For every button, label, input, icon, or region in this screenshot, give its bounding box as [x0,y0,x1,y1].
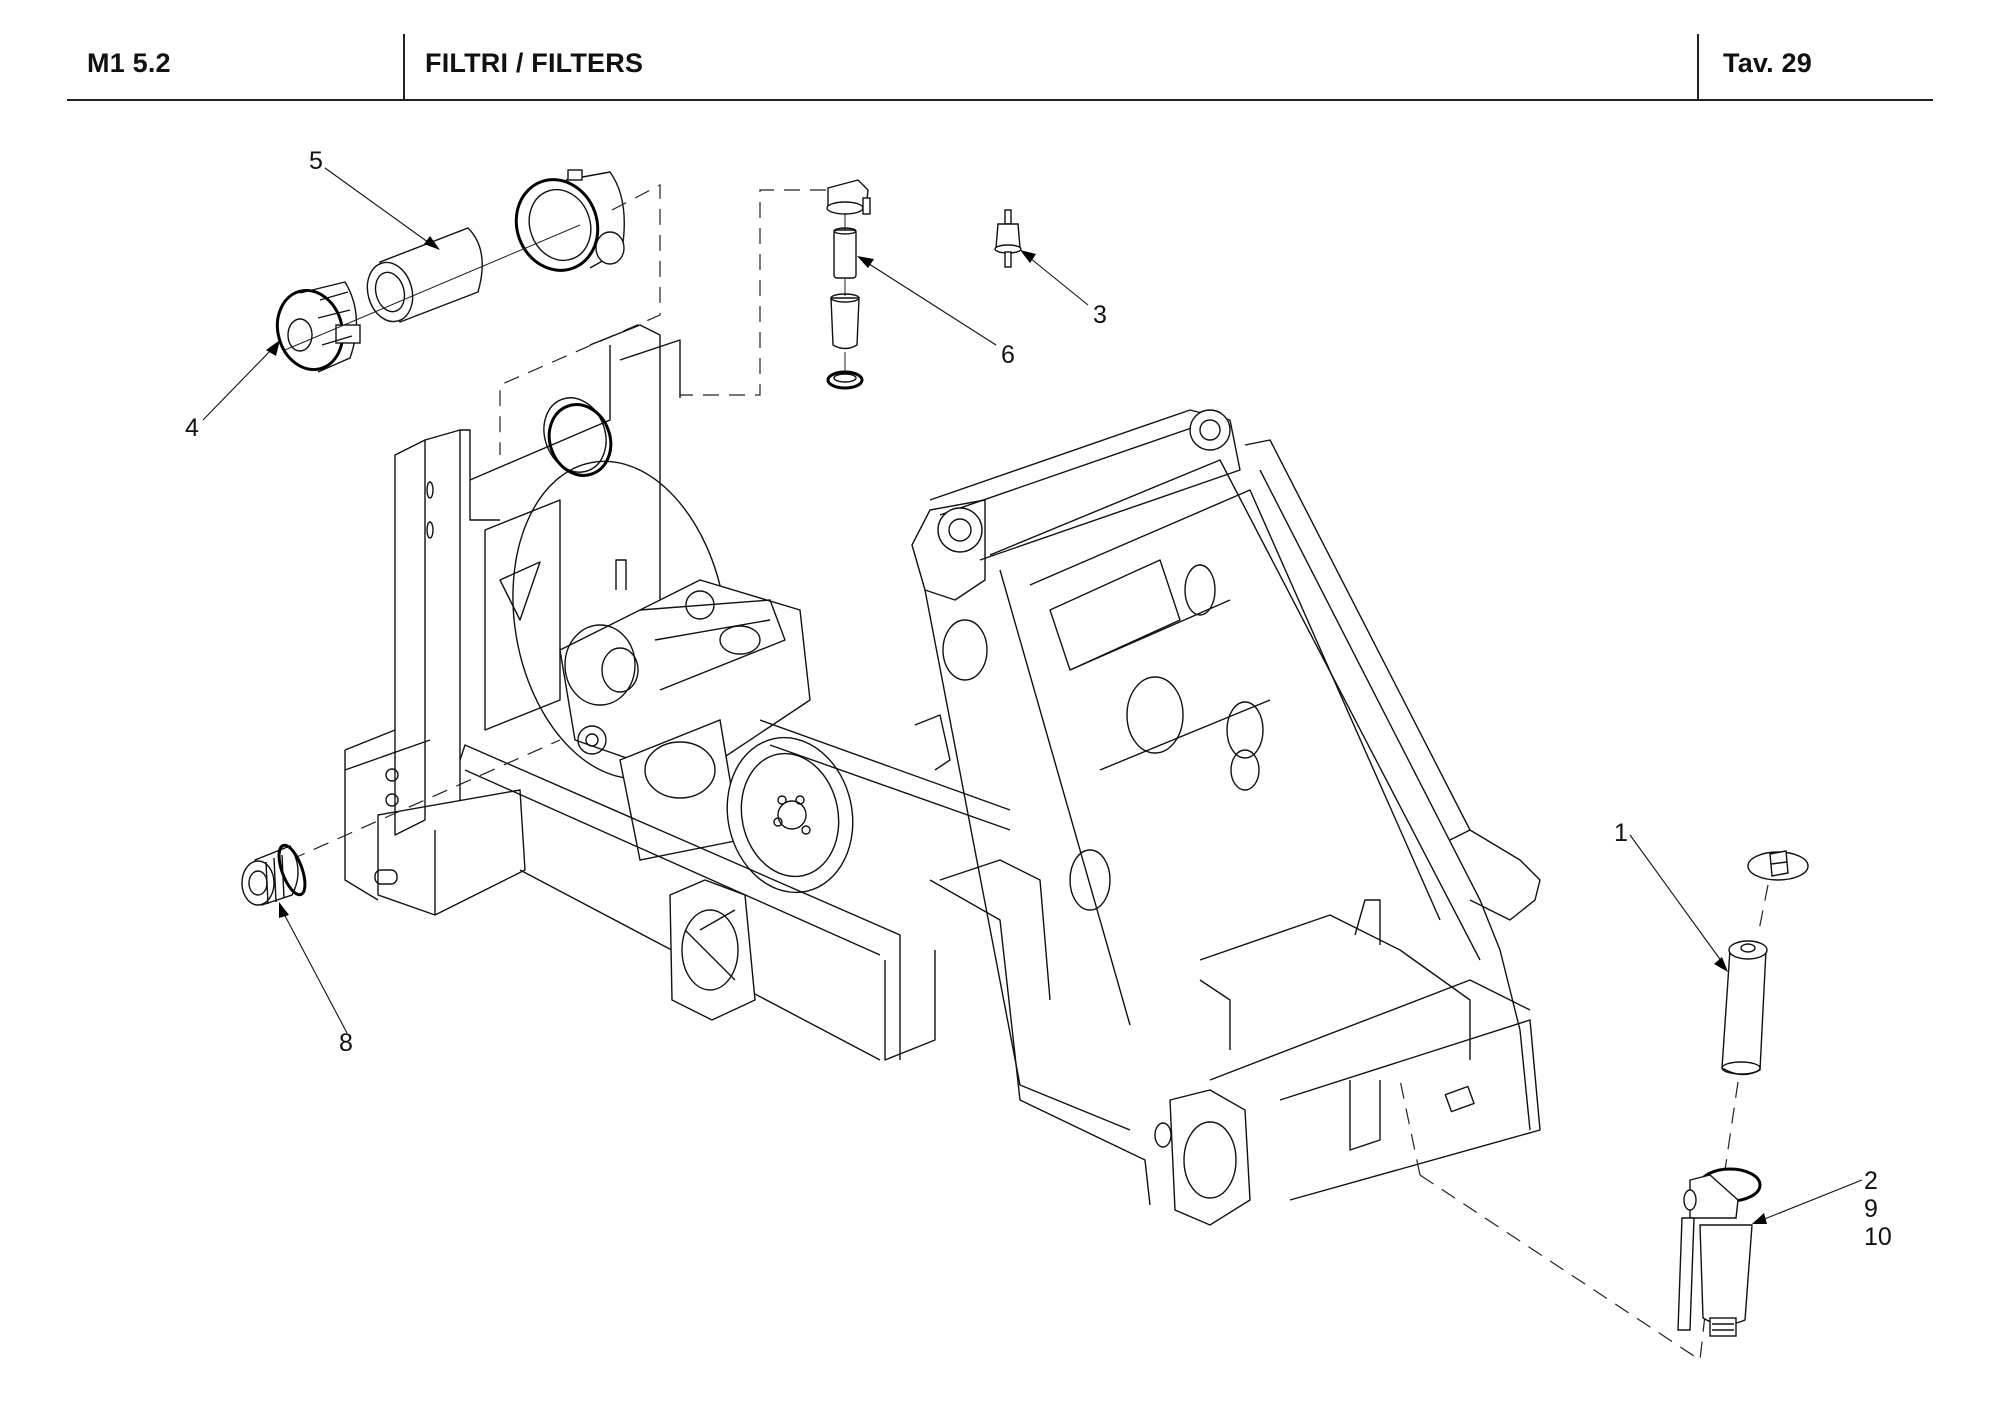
hydraulic-tank-cap [1747,850,1809,881]
callout-8: 8 [339,1029,353,1057]
callout-9: 9 [1864,1195,1878,1223]
callout-1: 1 [1614,819,1628,847]
model-code: M1 5.2 [87,48,171,78]
page-title: FILTRI / FILTERS [425,48,644,78]
air-filter-element [366,227,483,323]
boom-frame [911,409,1541,1206]
callout-4: 4 [185,414,199,442]
header-rule [67,99,1933,101]
left-frame-upright [385,324,681,836]
callout-10: 10 [1864,1223,1892,1251]
callout-3: 3 [1093,301,1107,329]
callout-2: 2 [1864,1167,1878,1195]
hydraulic-filter-assembly [1677,1167,1762,1337]
rear-axle-mount [1154,1089,1251,1226]
fuel-filter-ring [826,370,864,390]
inline-fuel-filter [994,209,1022,268]
callout-5: 5 [309,147,323,175]
plate-number: Tav. 29 [1723,48,1812,78]
fuel-filter-head [826,179,871,215]
engine [559,559,854,894]
air-filter-cover [275,281,361,373]
air-filter-housing [514,169,625,272]
callout-6: 6 [1001,341,1015,369]
fuel-filter-bowl [830,293,860,350]
base-chassis [344,714,1051,1061]
hydraulic-filter-cartridge [1721,940,1768,1076]
engine-oil-filter [241,843,307,906]
fuel-filter-cartridge [833,227,857,279]
header-separator [1697,34,1699,100]
header-separator [403,34,405,100]
leader-lines [202,167,1863,1224]
